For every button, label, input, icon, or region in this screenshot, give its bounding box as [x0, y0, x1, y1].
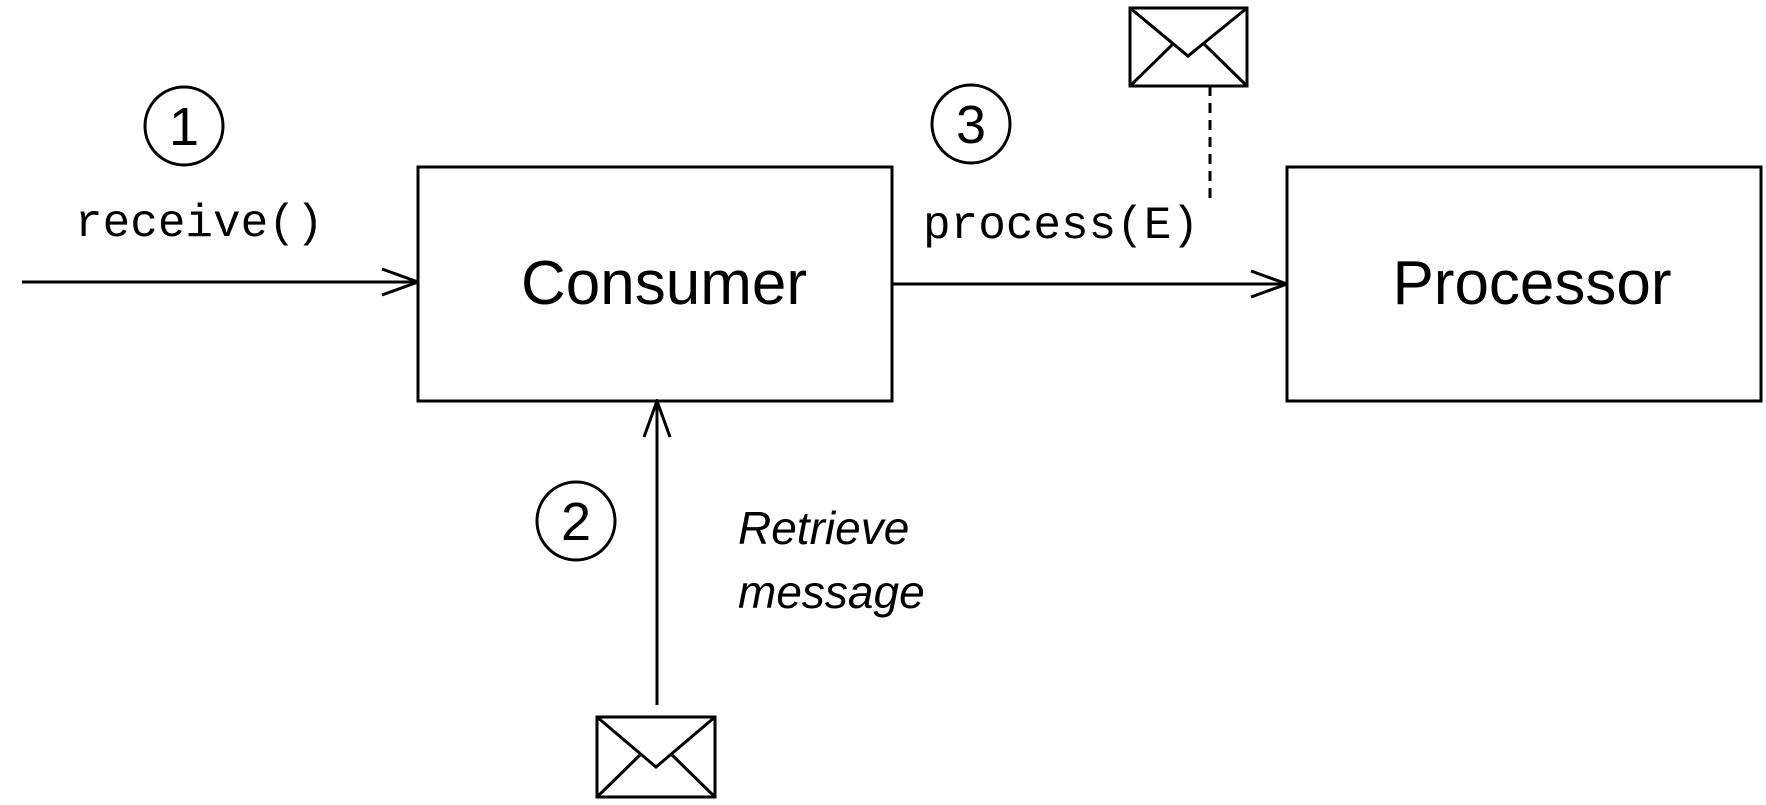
processor-node: Processor [1285, 165, 1763, 403]
step-3-number: 3 [956, 95, 986, 155]
step-2-number: 2 [561, 492, 591, 552]
process-label: process(E) [923, 200, 1199, 252]
envelope-icon [595, 715, 717, 799]
receive-label: receive() [75, 198, 323, 250]
step-3-marker: 3 [930, 83, 1012, 165]
step-1-marker: 1 [143, 85, 225, 167]
envelope-icon [1128, 6, 1249, 88]
step-2-marker: 2 [535, 480, 617, 562]
retrieve-label-line2: message [738, 566, 925, 618]
retrieve-label-line1: Retrieve [738, 502, 909, 554]
consumer-node: Consumer [416, 165, 894, 403]
consumer-label: Consumer [521, 249, 807, 318]
processor-label: Processor [1392, 249, 1671, 318]
step-1-number: 1 [169, 97, 199, 157]
